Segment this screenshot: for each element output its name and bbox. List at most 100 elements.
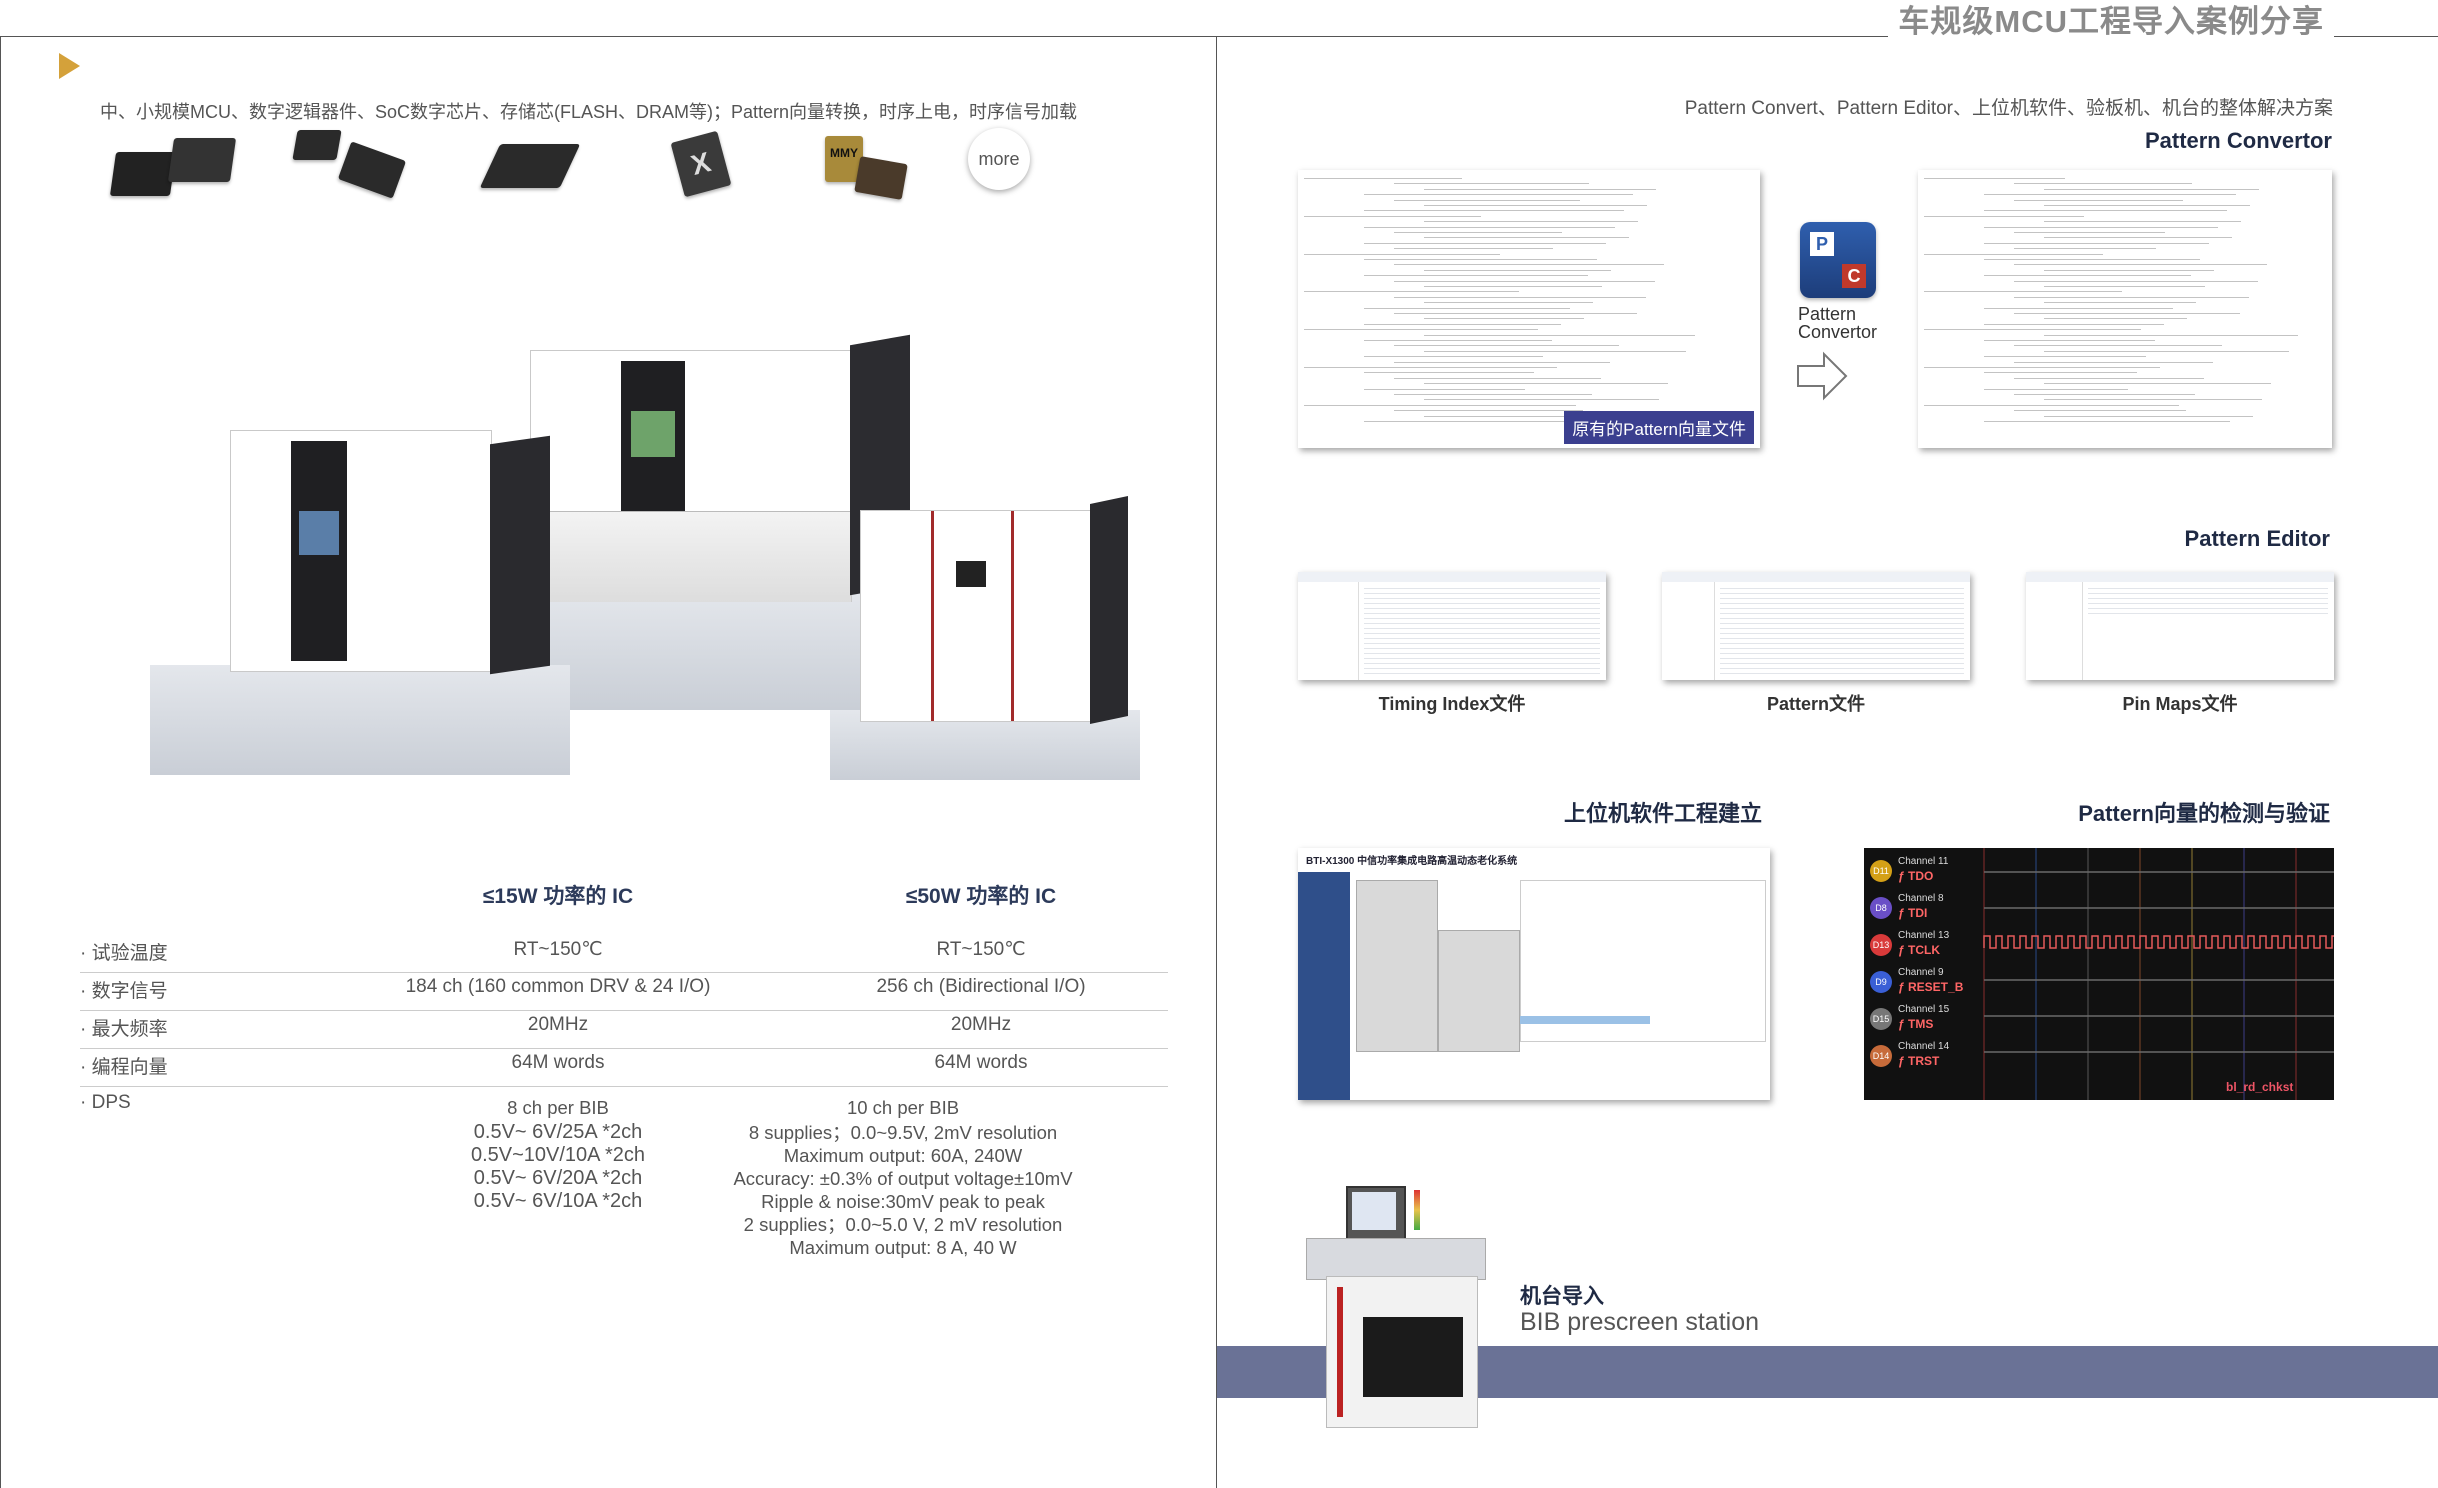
spec-dps-col1: 8 ch per BIB 0.5V~ 6V/25A *2ch 0.5V~10V/… <box>288 1096 828 1213</box>
spec-col2-title: ≤50W 功率的 IC <box>905 885 1057 908</box>
spec-label: · 最大频率 <box>80 1019 168 1040</box>
channel-badge: D9 <box>1870 971 1892 993</box>
dps-line: 0.5V~ 6V/10A *2ch <box>473 1190 643 1212</box>
code-line <box>1394 394 1592 395</box>
converted-pattern-document <box>1918 170 2332 448</box>
file-caption: Pattern文件 <box>1766 694 1865 714</box>
play-triangle-icon <box>59 53 80 79</box>
table-line <box>2088 588 2328 589</box>
table-line <box>1720 588 1964 589</box>
tree-pane <box>1662 582 1715 680</box>
channel-name: Channel 8 <box>1898 893 1944 904</box>
code-line <box>1984 323 2164 325</box>
window-bar <box>1298 572 1606 582</box>
code-line <box>1364 226 1615 228</box>
table-line <box>1720 668 1964 669</box>
code-lines <box>1304 178 1754 440</box>
code-line <box>1984 194 2236 196</box>
machine-screen <box>631 411 675 457</box>
code-line <box>2044 237 2232 239</box>
machines-illustration <box>140 330 1150 800</box>
spec-dps-col2: 10 ch per BIB 8 supplies；0.0~9.5V, 2mV r… <box>700 1096 1106 1259</box>
table-line <box>1364 643 1600 644</box>
bib-station-illustration <box>1296 1180 1496 1436</box>
signal-tower <box>1414 1190 1420 1230</box>
table-line <box>2088 598 2328 599</box>
pattern-file-screenshot <box>1662 572 1970 680</box>
code-line <box>1364 421 1627 422</box>
table-line <box>2088 613 2328 614</box>
spec-value: RT~150℃ <box>513 939 603 960</box>
station-top <box>1306 1238 1486 1280</box>
machine-screen <box>956 561 986 587</box>
station-stripe <box>1337 1287 1343 1417</box>
code-line <box>1984 242 2209 244</box>
tree-pane <box>1298 582 1359 680</box>
monitor-screen <box>1352 1192 1396 1230</box>
table-lines <box>1720 588 1964 674</box>
machine-base <box>150 665 570 775</box>
spec-row: · 试验温度 RT~150℃ RT~150℃ <box>80 938 1168 973</box>
table-line <box>1720 658 1964 659</box>
code-line <box>1924 404 2179 406</box>
code-line <box>2044 350 2289 352</box>
spec-value: 64M words <box>934 1052 1028 1073</box>
table-line <box>1364 608 1600 609</box>
left-page-frame <box>0 36 1217 1488</box>
channel-badge: D8 <box>1870 897 1892 919</box>
settings-pane <box>1520 880 1766 1042</box>
code-line <box>2014 377 2204 379</box>
code-line <box>1984 259 2200 260</box>
code-line <box>2014 394 2195 395</box>
bottom-signal-label: bl_rd_chkst <box>2226 1080 2294 1094</box>
original-pattern-document: 原有的Pattern向量文件 <box>1298 170 1760 448</box>
spec-col1-title: ≤15W 功率的 IC <box>482 885 634 908</box>
code-line <box>1394 361 1610 363</box>
machine-side <box>490 435 550 675</box>
dps-line: 8 supplies；0.0~9.5V, 2mV resolution <box>748 1122 1058 1143</box>
code-line <box>1984 226 2218 228</box>
code-line <box>1364 275 1588 277</box>
table-line <box>1720 603 1964 604</box>
code-line <box>1424 383 1668 385</box>
table-line <box>1364 588 1600 589</box>
code-line <box>1394 377 1601 379</box>
code-line <box>1394 280 1655 282</box>
code-line <box>2044 221 2241 223</box>
chip-image <box>292 130 342 160</box>
table-line <box>1720 618 1964 619</box>
table-line <box>1720 653 1964 654</box>
code-line <box>2044 399 2262 401</box>
code-line <box>2044 318 2187 320</box>
code-line <box>1424 188 1656 190</box>
code-line <box>2044 188 2259 190</box>
code-line <box>1394 296 1646 298</box>
machine-panel <box>291 441 347 661</box>
code-line <box>2044 286 2205 287</box>
code-line <box>2044 269 2214 271</box>
convertor-icon-label-2: Convertor <box>1798 322 1878 342</box>
table-line <box>1720 598 1964 599</box>
code-line <box>1424 205 1647 206</box>
solution-subtitle: Pattern Convert、Pattern Editor、上位机软件、验板机… <box>1684 98 2333 119</box>
table-lines <box>2088 588 2328 618</box>
table-line <box>1364 633 1600 634</box>
channel-signal: ƒ TDO <box>1898 869 1934 883</box>
code-line <box>1984 356 2146 358</box>
code-line <box>1924 178 2065 179</box>
code-line <box>2044 415 2253 417</box>
more-button[interactable]: more <box>968 128 1030 190</box>
table-line <box>1720 673 1964 674</box>
table-line <box>1364 673 1600 674</box>
channel-signal: ƒ TCLK <box>1898 943 1940 957</box>
code-line <box>1304 178 1462 179</box>
spec-value: 64M words <box>511 1052 605 1073</box>
chip-description: 中、小规模MCU、数字逻辑器件、SoC数字芯片、存储芯(FLASH、DRAM等)… <box>100 102 1078 122</box>
dps-line: 0.5V~ 6V/20A *2ch <box>473 1167 643 1189</box>
table-line <box>2088 593 2328 594</box>
table-line <box>1364 668 1600 669</box>
table-line <box>1364 658 1600 659</box>
